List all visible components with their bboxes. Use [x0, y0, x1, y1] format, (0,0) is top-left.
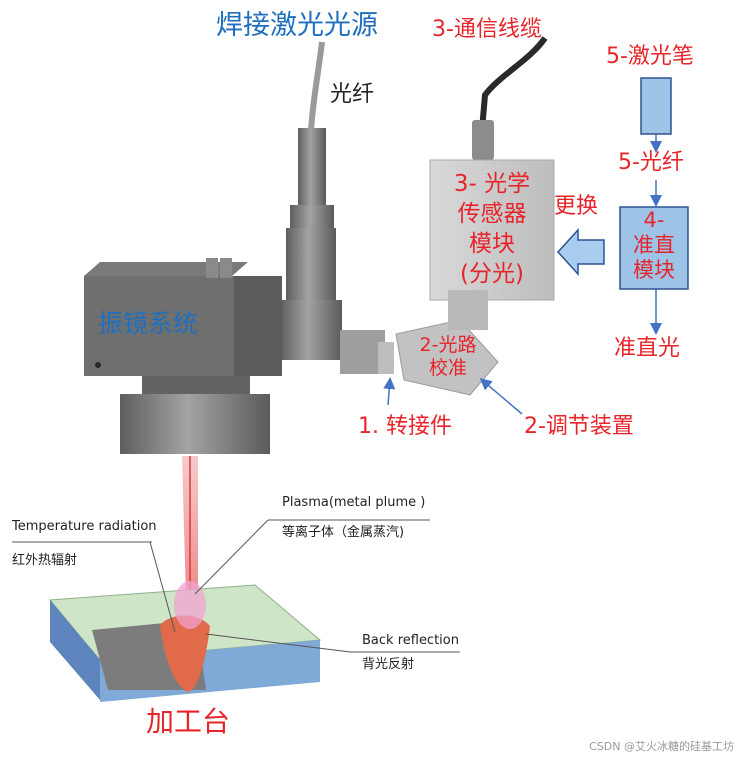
laser-source-title: 焊接激光光源: [216, 10, 378, 41]
optical-sensor-line-2: 传感器: [457, 200, 527, 227]
temperature-en-label: Temperature radiation: [12, 519, 157, 534]
back-reflection-en-label: Back reflection: [362, 633, 459, 648]
collimated-light-label: 准直光: [614, 336, 681, 361]
sensor-stem: [448, 290, 488, 330]
optical-sensor-line-1: 3- 光学: [453, 171, 531, 197]
fiber-head-base: [280, 300, 342, 360]
back-leader: [205, 633, 351, 653]
adjuster-label: 2-调节装置: [524, 414, 634, 439]
galvo-box: [84, 276, 234, 376]
plate-front: [50, 600, 100, 700]
replace-arrow: [556, 228, 605, 276]
plasma-en-label: Plasma(metal plume ): [282, 495, 426, 510]
galvo-system-label: 振镜系统: [98, 309, 199, 338]
galvo-knob: [220, 258, 232, 278]
galvo-indicator: [95, 362, 101, 368]
collimator-label: 4- 准直 模块: [620, 208, 688, 284]
adapter-ring: [378, 342, 394, 374]
cable-connector: [472, 120, 494, 160]
fiber-head-top: [298, 128, 326, 218]
fiber-right-label: 5-光纤: [618, 150, 684, 175]
fiber-label: 光纤: [330, 82, 375, 107]
temperature-cn-label: 红外热辐射: [12, 553, 78, 568]
adapter-label: 1. 转接件: [358, 414, 452, 439]
adapter-pointer: [383, 377, 396, 406]
fiber-head-collar: [290, 205, 334, 229]
plasma-cn-label: 等离子体（金属蒸汽): [282, 525, 405, 540]
temp-leader: [149, 541, 176, 633]
fiber-cable: [308, 41, 325, 131]
back-reflection-cn-label: 背光反射: [362, 657, 415, 672]
melt-pool: [160, 615, 210, 692]
plasma-leader: [194, 519, 269, 595]
plasma-plume: [174, 581, 206, 629]
optical-path-line-2: 校准: [428, 356, 467, 379]
scan-head-ring: [142, 376, 250, 394]
watermark: CSDN @艾火冰糖的硅基工坊: [589, 740, 734, 753]
collimator-box: [619, 206, 689, 290]
scan-head-lens: [120, 394, 270, 454]
galvo-knob: [206, 258, 218, 278]
laser-pen-box: [640, 77, 672, 135]
optical-sensor-label: 3- 光学 传感器 模块 (分光): [430, 170, 554, 290]
adjuster-pointer: [479, 378, 523, 415]
optical-sensor-module: [429, 159, 555, 301]
communication-cable: [479, 36, 548, 131]
optical-path-label: 2-光路 校准: [408, 334, 488, 380]
galvo-side: [234, 276, 282, 376]
optical-sensor-line-3: 模块: [469, 230, 515, 257]
laser-pen-label: 5-激光笔: [606, 44, 694, 69]
optical-sensor-line-4: (分光): [460, 260, 524, 287]
optical-path-line-1: 2-光路: [419, 334, 477, 356]
replace-label: 更换: [554, 194, 599, 219]
worktable-label: 加工台: [146, 705, 231, 738]
comm-cable-label: 3-通信线缆: [432, 17, 542, 42]
collimator-line-2: 准直: [633, 233, 675, 258]
collimator-line-3: 模块: [633, 258, 675, 283]
adapter-tube: [340, 330, 385, 374]
collimator-line-1: 4-: [643, 208, 665, 232]
